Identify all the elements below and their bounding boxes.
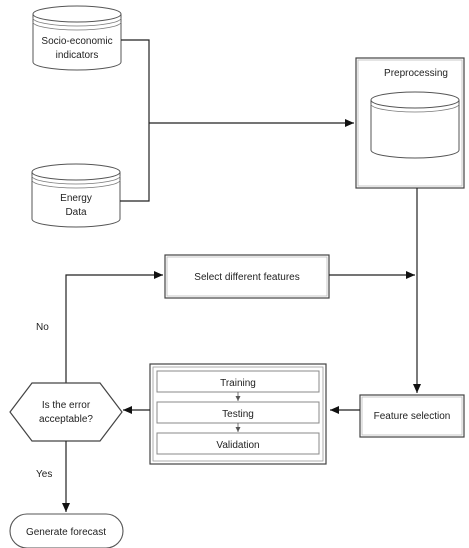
energy-label-line1: Energy: [60, 193, 92, 204]
decision-hexagon: Is the error acceptable?: [9, 382, 123, 442]
energy-data-db: Energy Data: [31, 163, 121, 228]
model-evaluation-group: Training Testing Validation: [149, 363, 327, 465]
yes-label: Yes: [36, 469, 52, 480]
decision-label-line1: Is the error: [42, 400, 91, 411]
feature-selection-box: Feature selection: [359, 394, 465, 438]
select-features-label: Select different features: [194, 272, 299, 283]
training-label: Training: [220, 378, 256, 389]
source-connectors: [120, 39, 354, 202]
no-label: No: [36, 322, 49, 333]
preprocessing-title: Preprocessing: [384, 68, 448, 79]
testing-label: Testing: [222, 409, 254, 420]
socio-economic-db: Socio-economic indicators: [32, 5, 122, 71]
generate-forecast-label: Generate forecast: [26, 527, 106, 538]
generate-forecast-terminal: Generate forecast: [9, 513, 124, 548]
select-features-box: Select different features: [164, 254, 330, 299]
energy-label-line2: Data: [65, 207, 87, 218]
socio-economic-label-line1: Socio-economic: [41, 36, 112, 47]
socio-economic-label-line2: indicators: [56, 50, 99, 61]
decision-label-line2: acceptable?: [39, 414, 93, 425]
no-branch-arrow: [65, 271, 163, 383]
preprocessing-db-icon: [370, 91, 460, 159]
validation-label: Validation: [216, 440, 259, 451]
preprocessing-box: Preprocessing: [355, 57, 465, 189]
feature-selection-label: Feature selection: [374, 411, 451, 422]
